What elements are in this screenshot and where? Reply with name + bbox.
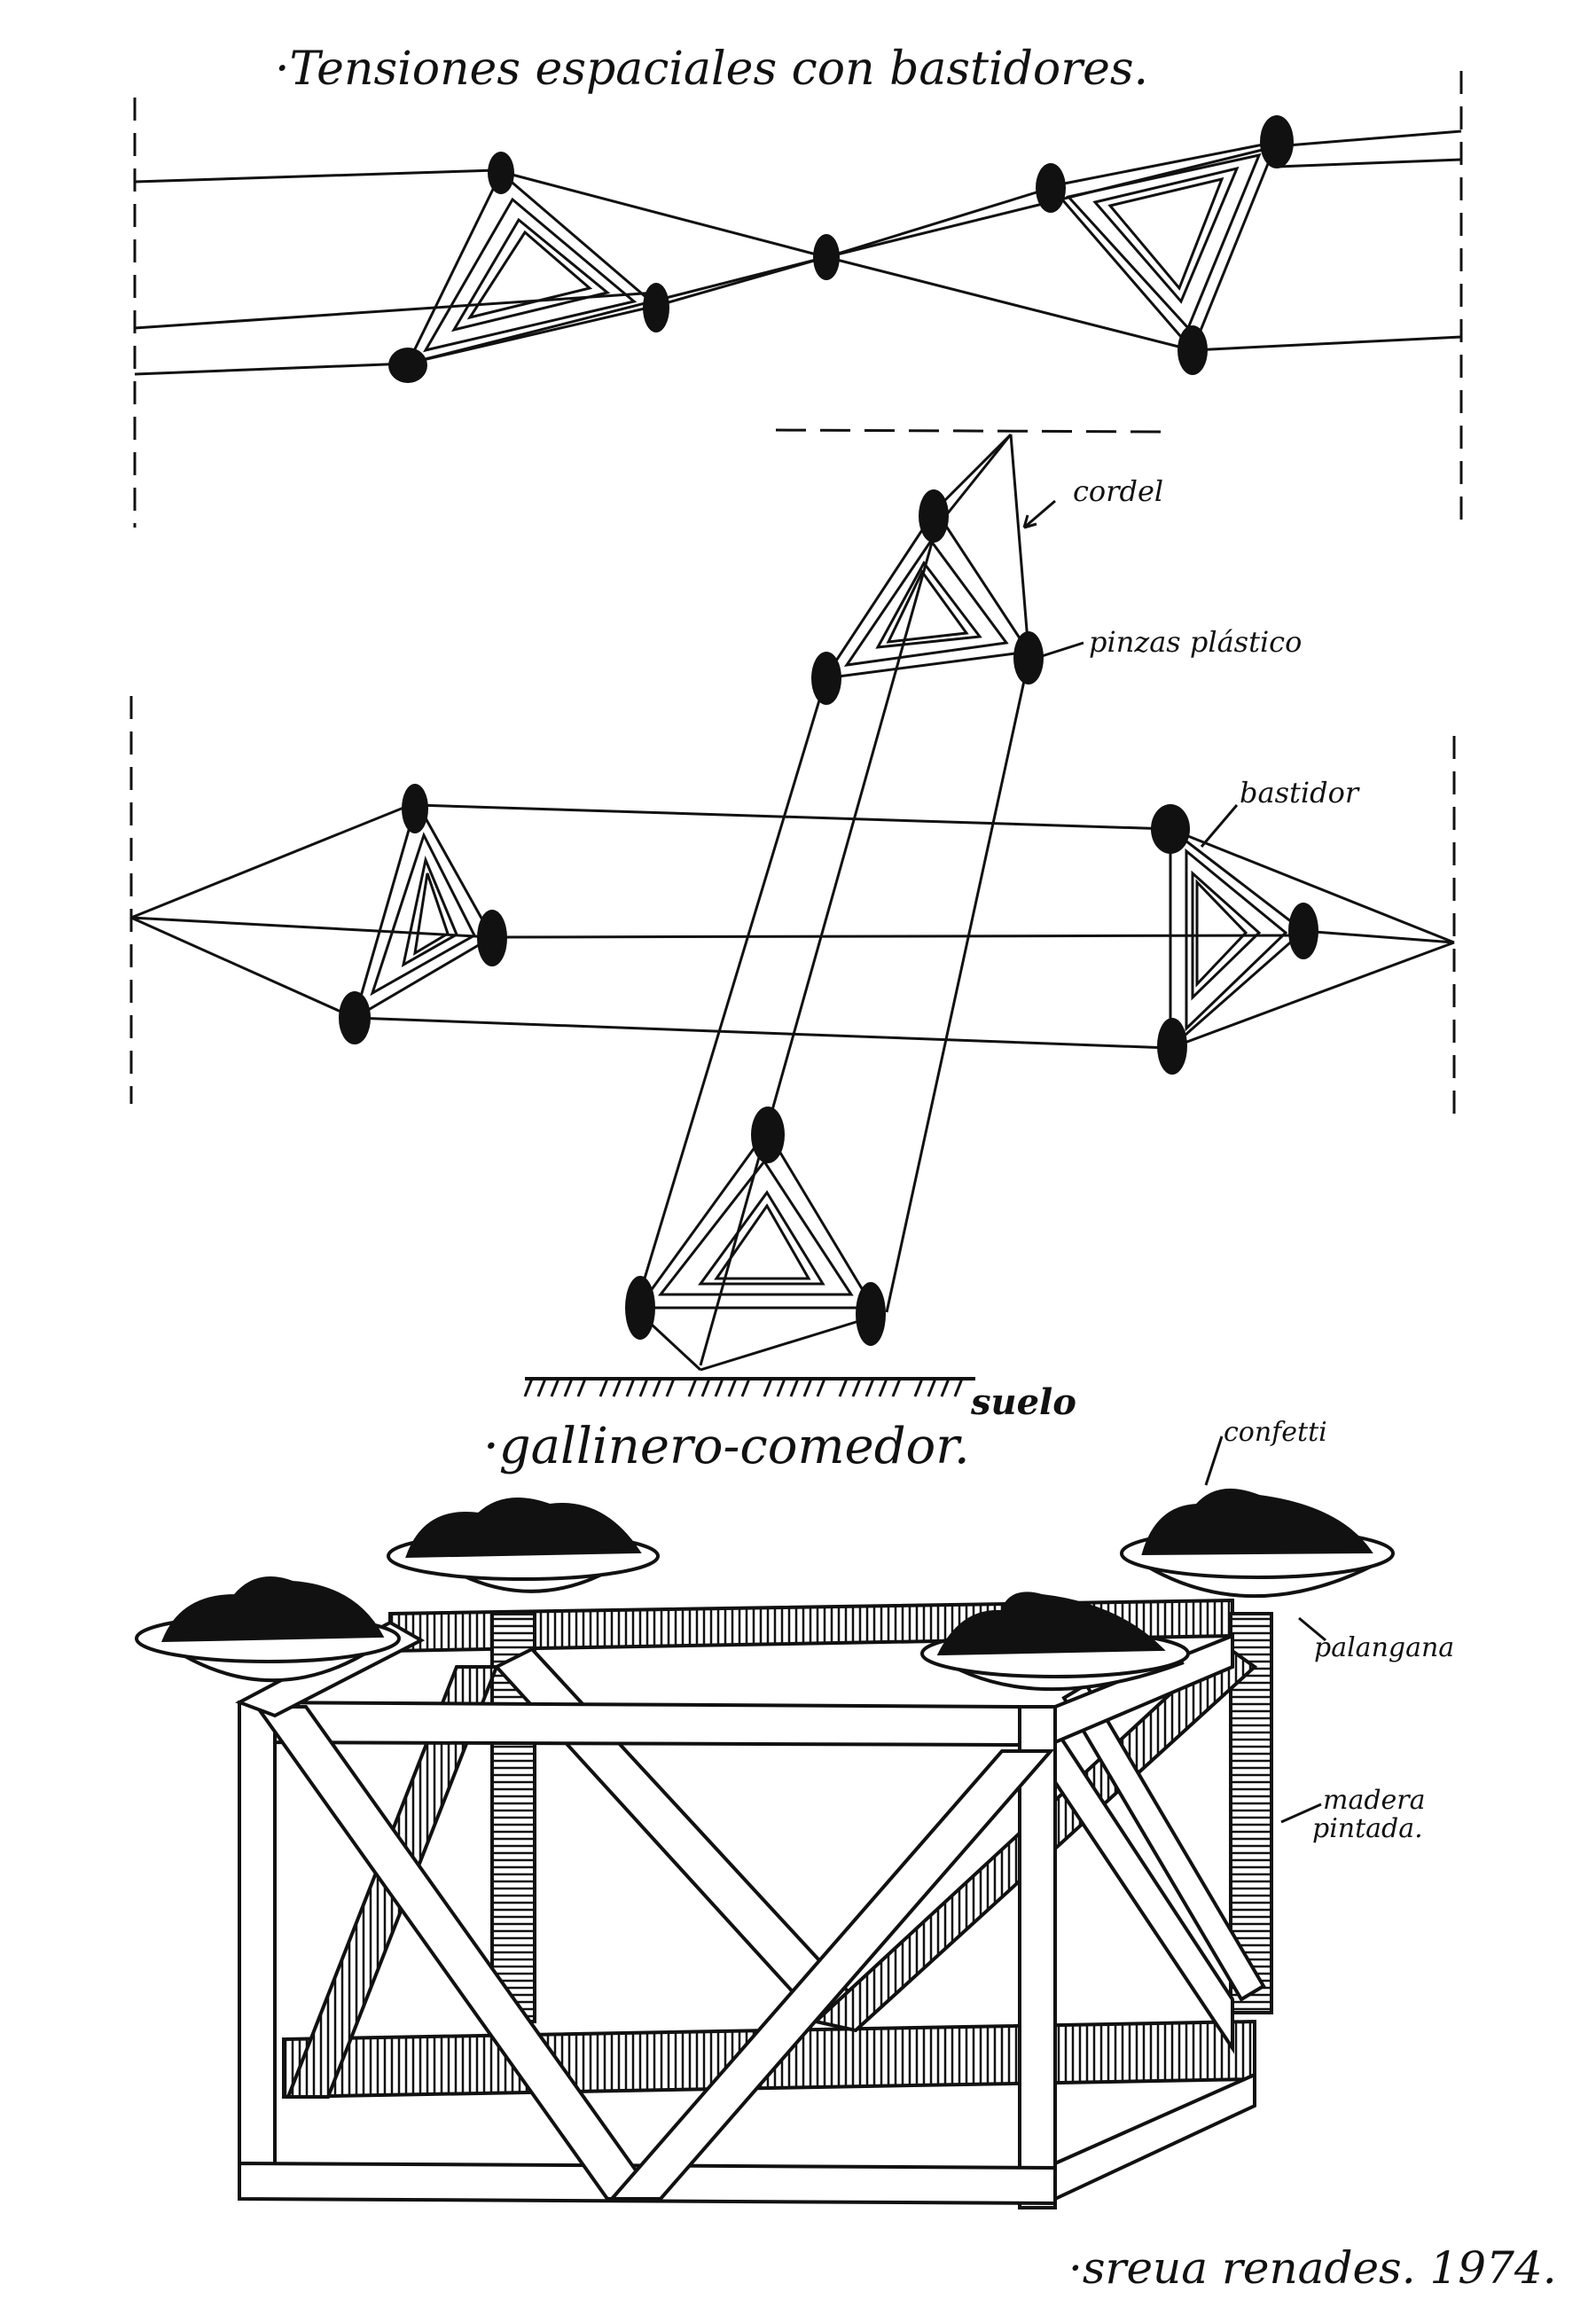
label-palangana: palangana (1314, 1632, 1454, 1663)
artist-signature: ·sreua renades. 1974. (1068, 2242, 1557, 2294)
plastic-clip (1260, 115, 1294, 168)
feeder-table (235, 1598, 1273, 2209)
cord (130, 916, 356, 1020)
cord (134, 168, 497, 184)
arrow-bastidor (1200, 804, 1239, 848)
frame-triangle (1169, 825, 1306, 1052)
plastic-clip (919, 489, 949, 543)
cord (1276, 158, 1462, 168)
plastic-clip (1036, 163, 1066, 213)
plastic-clip (1151, 804, 1190, 854)
front-post (238, 1701, 277, 2201)
plastic-clip (402, 784, 428, 833)
section-cross-tension (129, 428, 1456, 1397)
plastic-clip (1013, 631, 1044, 684)
label-cordel: cordel (1073, 474, 1163, 508)
frame-triangle (821, 507, 1031, 680)
cord (134, 291, 657, 330)
plastic-clip (388, 348, 427, 383)
bowls-group (135, 1489, 1395, 1692)
cord (825, 255, 1193, 352)
title-top: ·Tensiones espaciales con bastidores. (275, 43, 1148, 96)
plastic-clip (811, 652, 841, 705)
plastic-clip (625, 1276, 655, 1340)
arrow-madera (1280, 1803, 1322, 1824)
title-bottom: ·gallinero-comedor. (483, 1418, 970, 1475)
plastic-clip (488, 152, 514, 194)
label-confetti: confetti (1224, 1417, 1327, 1448)
front-top-rail (238, 1700, 1021, 1748)
cord (1009, 434, 1030, 653)
ceiling-line (775, 428, 1162, 434)
arrow-palangana (1298, 1616, 1326, 1642)
frame-triangle (352, 799, 495, 1021)
label-suelo: suelo (970, 1381, 1076, 1423)
feeding-bowl (1120, 1489, 1395, 1599)
plastic-clip (813, 234, 840, 280)
label-bastidor: bastidor (1240, 776, 1360, 809)
cord (134, 362, 409, 376)
cord (491, 934, 1295, 939)
cord (655, 255, 827, 308)
feeding-bowl (387, 1497, 660, 1593)
frame-triangle (636, 1128, 876, 1310)
plastic-clip (477, 910, 507, 966)
front-diagonal (607, 1749, 1055, 2201)
cord (354, 1016, 1171, 1050)
front-post (1018, 1705, 1057, 2209)
cord (505, 171, 827, 259)
floor-hatching (523, 1378, 964, 1397)
label-pintada: pintada. (1312, 1813, 1423, 1844)
feeding-bowl (135, 1576, 401, 1683)
annotation-arrows (1204, 1435, 1326, 1824)
plastic-clip (339, 991, 371, 1044)
cord (130, 801, 418, 919)
cord (1170, 827, 1455, 944)
cord (130, 916, 493, 939)
cord (1192, 335, 1462, 352)
arrow-pinzas (1041, 641, 1084, 658)
feeding-bowl (920, 1592, 1190, 1692)
cord (407, 255, 827, 365)
cord (1170, 941, 1455, 1050)
side-bottom-rail (1053, 2071, 1256, 2202)
frame-triangle (1048, 139, 1279, 353)
frame-triangle (405, 170, 660, 366)
plastic-clip (1177, 325, 1208, 375)
clips-group (388, 115, 1294, 383)
arrow-cordel (1023, 499, 1056, 529)
label-pinzas: pinzas plástico (1089, 625, 1302, 659)
front-diagonal (254, 1705, 660, 2201)
plastic-clip (1157, 1018, 1187, 1075)
clips-group (339, 489, 1318, 1346)
cord (938, 433, 1013, 507)
arrow-confetti (1204, 1435, 1224, 1486)
cord (416, 803, 1171, 831)
cord (700, 1315, 874, 1372)
plastic-clip (1288, 903, 1318, 959)
cord (637, 682, 826, 1300)
cord (885, 660, 1030, 1313)
plastic-clip (856, 1282, 886, 1346)
cord (1276, 129, 1462, 148)
label-madera: madera (1323, 1785, 1426, 1816)
plastic-clip (751, 1107, 785, 1163)
cord (938, 434, 1013, 524)
plastic-clip (643, 283, 669, 332)
side-diagonal (1053, 1723, 1234, 2054)
cord (699, 513, 942, 1366)
cord (825, 186, 1052, 259)
cord (1303, 929, 1455, 944)
